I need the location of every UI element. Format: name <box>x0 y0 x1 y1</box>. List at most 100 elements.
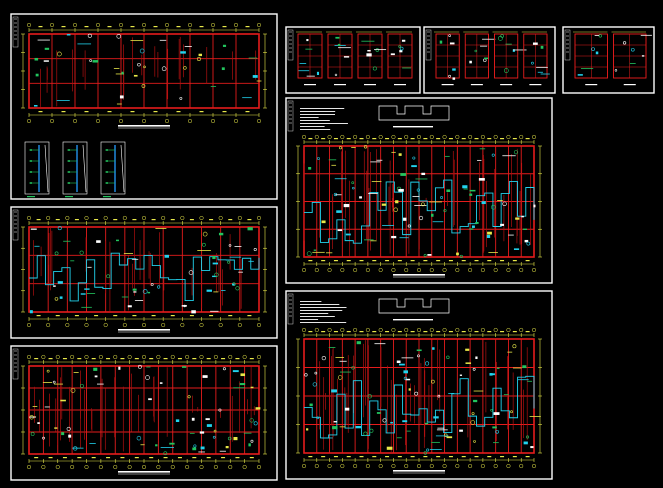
fixture-symbol <box>227 436 232 441</box>
dimension-text <box>106 358 111 360</box>
grid-bubble <box>210 22 216 28</box>
grid-bubble <box>213 464 218 470</box>
annotation-tag <box>359 196 362 199</box>
dimension-text <box>134 457 139 459</box>
annotation-tag <box>462 185 468 189</box>
sheet-detail-set[interactable] <box>562 26 655 94</box>
annotation-tag <box>465 362 472 364</box>
annotation-tag <box>147 291 151 294</box>
annotation-tag <box>381 203 387 206</box>
dimension-text <box>423 456 428 458</box>
annotation-tag <box>119 95 124 99</box>
annotation-tag <box>44 47 50 50</box>
sheet-floor-plan-pipes[interactable] <box>285 97 553 284</box>
grid-bubble <box>98 464 103 470</box>
grid-bubble <box>256 215 262 221</box>
dimension-text <box>113 315 118 317</box>
grid-bubble <box>141 118 147 124</box>
sheet-border <box>10 345 278 481</box>
fixture-symbol <box>106 160 108 162</box>
dimension-text <box>474 138 479 140</box>
grid-bubble <box>49 22 55 28</box>
detail-title <box>304 84 316 86</box>
fixture-symbol <box>30 171 32 173</box>
dimension-text <box>221 358 226 360</box>
fixture-symbol <box>500 34 504 38</box>
dimension-text <box>206 358 211 360</box>
annotation-tag <box>94 375 98 378</box>
dimension-text <box>436 260 441 262</box>
grid-bubble <box>442 327 447 333</box>
grid-bubble <box>391 327 396 333</box>
fixture-symbol <box>306 251 312 257</box>
grid-bubble <box>340 267 345 273</box>
grid-bubble <box>480 134 485 140</box>
annotation-tag <box>212 255 216 260</box>
annotation-tag <box>401 39 406 42</box>
grid-bubble <box>118 118 124 124</box>
grid-bubble <box>391 267 396 273</box>
annotation-tag <box>376 412 381 414</box>
annotation-tag <box>180 51 186 54</box>
grid-bubble <box>493 134 498 140</box>
grid-bubble <box>141 464 147 470</box>
sheet-floor-plan-pipes[interactable] <box>285 290 553 480</box>
fixture-symbol <box>196 57 201 61</box>
dimension-text <box>525 260 530 262</box>
title-strip <box>12 16 19 48</box>
annotation-tag <box>496 367 500 369</box>
dimension-text <box>410 331 415 333</box>
dimension-text <box>74 219 79 221</box>
dimension-text <box>192 358 197 360</box>
fixture-symbol <box>423 451 428 455</box>
sheet-detail-set[interactable] <box>285 26 421 94</box>
dimension-text <box>91 457 96 459</box>
annotation-tag <box>84 288 90 290</box>
sheet-plan-with-details[interactable] <box>10 13 278 200</box>
grid-bubble <box>187 118 193 124</box>
grid-bubble <box>365 134 370 140</box>
drawing-title <box>393 274 445 276</box>
grid-bubble <box>468 463 473 469</box>
grid-bubble <box>237 322 242 328</box>
grid-bubble <box>242 354 247 360</box>
sheet-detail-set[interactable] <box>423 26 556 94</box>
grid-bubble <box>156 354 161 360</box>
annotation-tag <box>486 234 491 238</box>
annotation-tag <box>367 49 371 52</box>
dimension-text <box>132 315 137 317</box>
fixture-symbol <box>163 451 168 456</box>
dimension-text <box>38 26 43 28</box>
annotation-tag <box>465 348 470 351</box>
dimension-text <box>249 358 254 360</box>
grid-bubble <box>170 464 175 470</box>
grid-bubble <box>180 322 185 328</box>
grid-bubble <box>242 464 247 470</box>
fixture-symbol <box>473 440 476 443</box>
dimension-text <box>333 260 338 262</box>
annotation-tag <box>540 45 544 49</box>
dimension-text <box>245 111 250 113</box>
dimension-text <box>321 260 326 262</box>
dimension-text <box>151 315 156 317</box>
grid-bubble <box>41 464 46 470</box>
annotation-tag <box>306 39 309 42</box>
fixture-symbol <box>591 47 595 51</box>
fixture-symbol <box>157 285 161 289</box>
annotation-tag <box>66 34 71 36</box>
fixture-symbol <box>202 242 206 247</box>
fixture-symbol <box>68 160 70 162</box>
dimension-text <box>525 138 530 140</box>
dimension-text <box>308 260 313 262</box>
title-strip <box>12 348 19 380</box>
sheet-floor-plan-3[interactable] <box>10 345 278 481</box>
annotation-tag <box>431 213 434 217</box>
fixture-symbol <box>474 49 477 53</box>
grid-bubble <box>301 267 307 273</box>
dimension-text <box>106 457 111 459</box>
dimension-text <box>134 358 139 360</box>
fixture-symbol <box>227 260 230 264</box>
sheet-floor-plan-2[interactable] <box>10 206 278 339</box>
grid-bubble <box>314 267 319 273</box>
